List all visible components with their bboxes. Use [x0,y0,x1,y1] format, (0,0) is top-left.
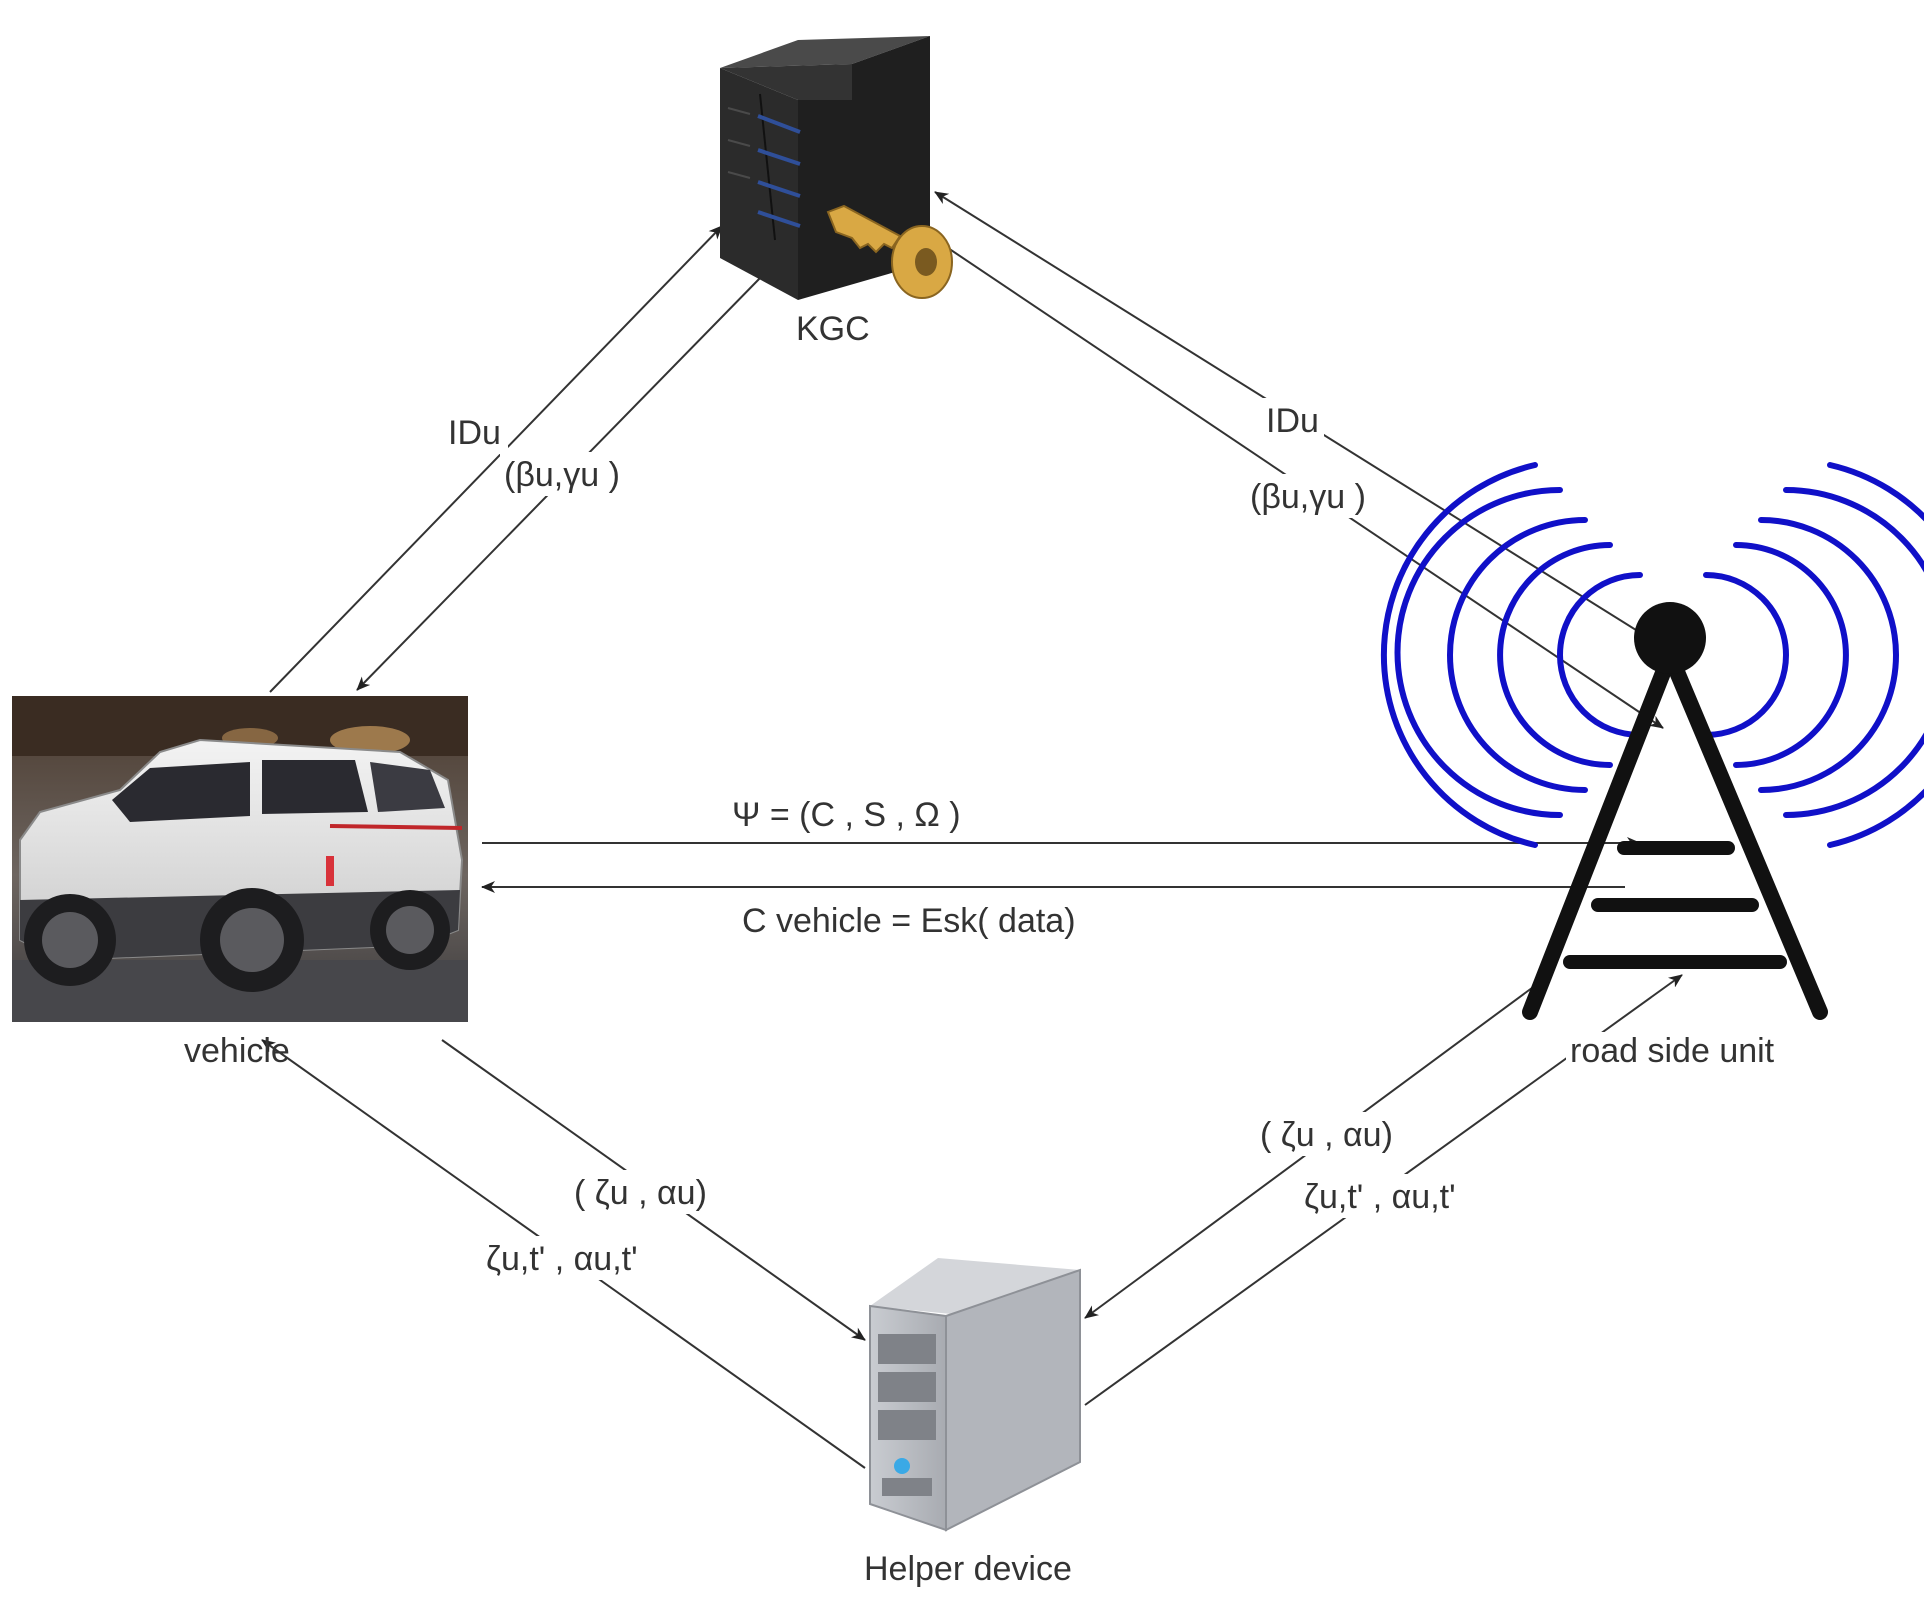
edge-vehicle-to-kgc [269,225,723,693]
label-vehicle-to-helper: ( ζu , αu) [574,1174,707,1212]
label-vehicle-to-rsu: Ψ = (C , S , Ω ) [732,796,961,834]
antenna-top-icon [1634,602,1706,674]
label-kgc-to-vehicle: (βu,γu ) [504,456,620,494]
tower-icon [1522,652,1828,1020]
vehicle-label: vehicle [184,1032,290,1070]
helper-label: Helper device [864,1550,1072,1588]
signal-waves-icon [1380,462,1924,848]
label-rsu-to-helper: ( ζu , αu) [1260,1116,1393,1154]
kgc-node: KGC [720,36,953,348]
helper-node: Helper device [864,1258,1081,1588]
label-helper-to-rsu: ζu,t' , αu,t' [1304,1178,1456,1216]
vehicle-photo [12,696,468,1022]
rsu-label: road side unit [1570,1032,1775,1070]
label-kgc-to-rsu: (βu,γu ) [1250,478,1366,516]
kgc-label: KGC [796,310,870,348]
edge-labels: IDu (βu,γu ) IDu (βu,γu ) Ψ = (C , S , Ω… [446,398,1456,1280]
key-icon [826,204,953,299]
label-rsu-to-vehicle: C vehicle = Esk( data) [742,902,1076,940]
label-helper-to-vehicle: ζu,t' , αu,t' [486,1240,638,1278]
label-rsu-to-kgc: IDu [1266,402,1319,440]
rsu-node: road side unit [1380,462,1924,1076]
label-vehicle-to-kgc: IDu [448,414,501,452]
helper-server-icon [869,1258,1081,1532]
vehicle-node: vehicle [12,696,468,1070]
